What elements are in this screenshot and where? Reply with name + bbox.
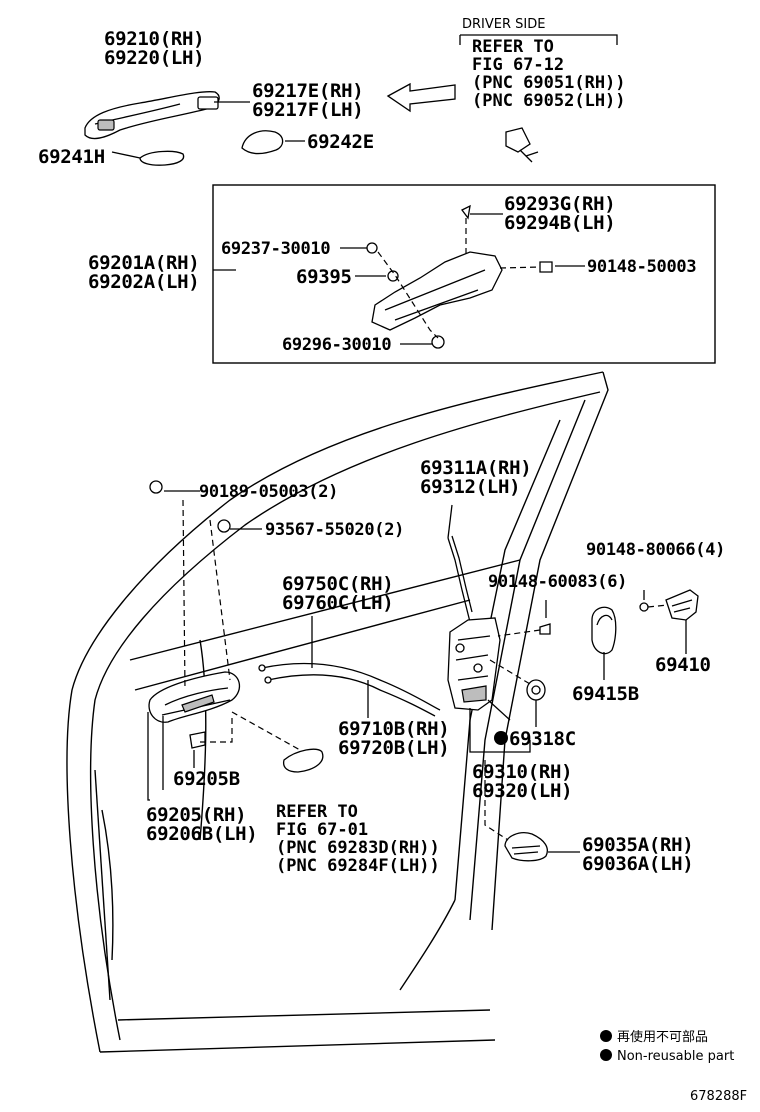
label-69318c: 69318C	[509, 728, 576, 750]
label-90189: 90189-05003(2)	[199, 482, 338, 502]
label-69750c: 69750C(RH)	[282, 573, 393, 595]
fig-67-01-line-1: REFER TO	[276, 802, 358, 822]
label-69395: 69395	[296, 266, 352, 288]
legend-text-jp: 再使用不可部品	[617, 1029, 708, 1045]
label-69320: 69320(LH)	[472, 780, 572, 802]
label-69294b: 69294B(LH)	[504, 212, 615, 234]
cable-group	[258, 504, 473, 718]
label-69206b: 69206B(LH)	[146, 823, 257, 845]
label-90148-60083: 90148-60083(6)	[488, 572, 627, 592]
inside-handle-group	[147, 480, 324, 801]
driver-side-line-2: FIG 67-12	[472, 55, 564, 75]
label-69210: 69210(RH)	[104, 28, 204, 50]
legend: 再使用不可部品 Non-reusable part	[600, 1029, 734, 1064]
label-69415b: 69415B	[572, 683, 639, 705]
label-69410: 69410	[655, 654, 711, 676]
legend-text-en: Non-reusable part	[617, 1049, 734, 1064]
label-69237: 69237-30010	[221, 239, 330, 259]
non-reusable-marker-69318c	[494, 731, 508, 745]
driver-side-line-1: REFER TO	[472, 37, 554, 57]
label-69760c: 69760C(LH)	[282, 592, 393, 614]
driver-side-line-3: (PNC 69051(RH))	[472, 73, 626, 93]
door-lock-assembly	[447, 600, 551, 753]
fig-67-01-line-3: (PNC 69283D(RH))	[276, 838, 440, 858]
outer-handle-frame	[213, 204, 585, 349]
inside-door-handle	[148, 671, 241, 723]
striker-group	[591, 589, 699, 680]
label-69217e: 69217E(RH)	[252, 80, 363, 102]
label-69205: 69205(RH)	[146, 804, 246, 826]
label-90148-80066: 90148-80066(4)	[586, 540, 725, 560]
label-90148-50003: 90148-50003	[587, 257, 696, 277]
lock-cover-group	[484, 760, 580, 862]
label-69296: 69296-30010	[282, 335, 391, 355]
door-lock-striker-69410	[665, 589, 699, 621]
legend-bullet-1	[600, 1030, 612, 1042]
label-69241h: 69241H	[38, 146, 105, 168]
fig-67-01-line-4: (PNC 69284F(LH))	[276, 856, 440, 876]
label-69205b: 69205B	[173, 768, 240, 790]
legend-bullet-2	[600, 1049, 612, 1061]
striker-cover-69415b	[591, 606, 617, 655]
driver-side-line-4: (PNC 69052(LH))	[472, 91, 626, 111]
inside-handle-bezel	[282, 748, 324, 773]
fig-67-01-reference-note: REFER TO FIG 67-01 (PNC 69283D(RH)) (PNC…	[276, 802, 440, 876]
label-69036a: 69036A(LH)	[582, 853, 693, 875]
label-69311a: 69311A(RH)	[420, 457, 531, 479]
fig-67-01-line-2: FIG 67-01	[276, 820, 368, 840]
driver-side-title: DRIVER SIDE	[462, 17, 545, 32]
label-93567: 93567-55020(2)	[265, 520, 404, 540]
frame-group-box	[212, 184, 716, 364]
label-69312: 69312(LH)	[420, 476, 520, 498]
label-69242e: 69242E	[307, 131, 374, 153]
label-69220: 69220(LH)	[104, 47, 204, 69]
handle-gasket-69242e	[241, 130, 284, 155]
label-69035a: 69035A(RH)	[582, 834, 693, 856]
lock-cylinder-driver-side	[505, 127, 539, 163]
label-69202a: 69202A(LH)	[88, 271, 199, 293]
label-69217f: 69217F(LH)	[252, 99, 363, 121]
label-69293g: 69293G(RH)	[504, 193, 615, 215]
handle-pad-69241h	[139, 150, 185, 166]
reference-arrow	[386, 82, 456, 113]
label-69310: 69310(RH)	[472, 761, 572, 783]
part-labels: 69210(RH) 69220(LH) 69217E(RH) 69217F(LH…	[38, 28, 725, 875]
label-69201a: 69201A(RH)	[88, 252, 199, 274]
label-69710b: 69710B(RH)	[338, 718, 449, 740]
label-69720b: 69720B(LH)	[338, 737, 449, 759]
outer-handle-group	[84, 34, 618, 166]
driver-side-reference-note: DRIVER SIDE REFER TO FIG 67-12 (PNC 6905…	[462, 17, 626, 111]
figure-id: 678288F	[690, 1089, 747, 1104]
